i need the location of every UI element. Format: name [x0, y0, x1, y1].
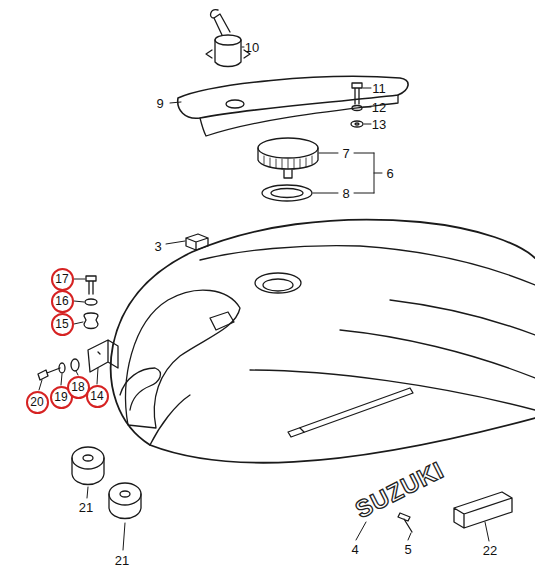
callout-circle: 14	[86, 385, 109, 408]
washer	[85, 299, 97, 305]
callout-number: 15	[55, 318, 68, 330]
grommet	[84, 313, 98, 329]
callout-number: 18	[71, 381, 84, 393]
bolt	[38, 368, 60, 380]
callout-circle: 15	[51, 313, 74, 336]
washer	[352, 106, 362, 111]
callout-number: 21	[114, 553, 130, 568]
callout-number: 12	[371, 100, 387, 115]
washer	[59, 363, 65, 373]
callout-number: 14	[90, 390, 103, 402]
callout-number: 6	[385, 166, 394, 181]
lock-top	[215, 35, 241, 45]
lock-body	[215, 40, 241, 67]
bolt	[352, 83, 362, 104]
tank-crease	[340, 330, 535, 378]
callout-number: 9	[155, 96, 164, 111]
cushion-pad	[454, 492, 512, 528]
leader-lines	[39, 47, 489, 550]
trim-strip	[288, 388, 413, 437]
washer	[351, 121, 363, 127]
filler-neck-inner	[263, 279, 293, 291]
rubber-pad	[186, 234, 208, 250]
screw	[398, 513, 412, 532]
tank-panel	[126, 290, 240, 428]
callout-circle: 20	[26, 391, 49, 414]
callout-number: 17	[55, 273, 68, 285]
gasket	[262, 185, 312, 201]
callout-circle: 17	[51, 268, 74, 291]
lock-tab	[206, 50, 250, 58]
rubber-cushion-hole	[120, 491, 130, 497]
mount-bracket	[88, 340, 118, 372]
fuel-cap-side	[258, 148, 318, 169]
callout-number: 16	[55, 295, 68, 307]
cover-key-hole	[226, 100, 244, 108]
washer-hole	[355, 123, 359, 125]
filler-neck	[255, 273, 301, 293]
callout-number: 3	[153, 239, 162, 254]
tank-crease	[250, 370, 535, 410]
callout-number: 7	[341, 146, 350, 161]
callout-number: 11	[371, 81, 387, 96]
callout-number: 4	[350, 542, 359, 557]
tank-cover-side	[200, 95, 398, 136]
fuel-cap-top	[258, 138, 318, 158]
gasket-inner	[271, 189, 303, 198]
rubber-cushion-side	[109, 494, 141, 519]
callout-number: 21	[78, 500, 94, 515]
callout-circle: 16	[51, 290, 74, 313]
fuel-cap-tab	[284, 170, 292, 178]
bolt	[86, 276, 96, 294]
tank-knee-recess	[120, 368, 160, 410]
washer	[71, 359, 79, 371]
callout-number: 10	[244, 40, 260, 55]
tank-front-edge	[150, 395, 190, 445]
rubber-cushion-side	[72, 458, 104, 485]
tank-ridge	[200, 246, 535, 285]
rubber-cushion	[72, 447, 104, 469]
callout-number: 20	[30, 396, 43, 408]
tank-outline	[111, 220, 535, 463]
tank-emblem: SUZUKI	[349, 455, 450, 525]
callout-number: 19	[54, 391, 67, 403]
tank-crease	[390, 300, 535, 335]
rubber-cushion-hole	[83, 455, 93, 461]
emblem-screw-hole	[300, 428, 304, 432]
callout-number: 13	[371, 117, 387, 132]
callout-number: 5	[403, 542, 412, 557]
tank-cover	[178, 76, 408, 118]
rubber-cushion	[109, 483, 141, 505]
fuel-cap-knurl	[264, 156, 312, 169]
callout-number: 22	[482, 543, 498, 558]
tank-mount-tab	[210, 312, 234, 330]
callout-number: 8	[341, 186, 350, 201]
lock-key	[211, 10, 230, 35]
